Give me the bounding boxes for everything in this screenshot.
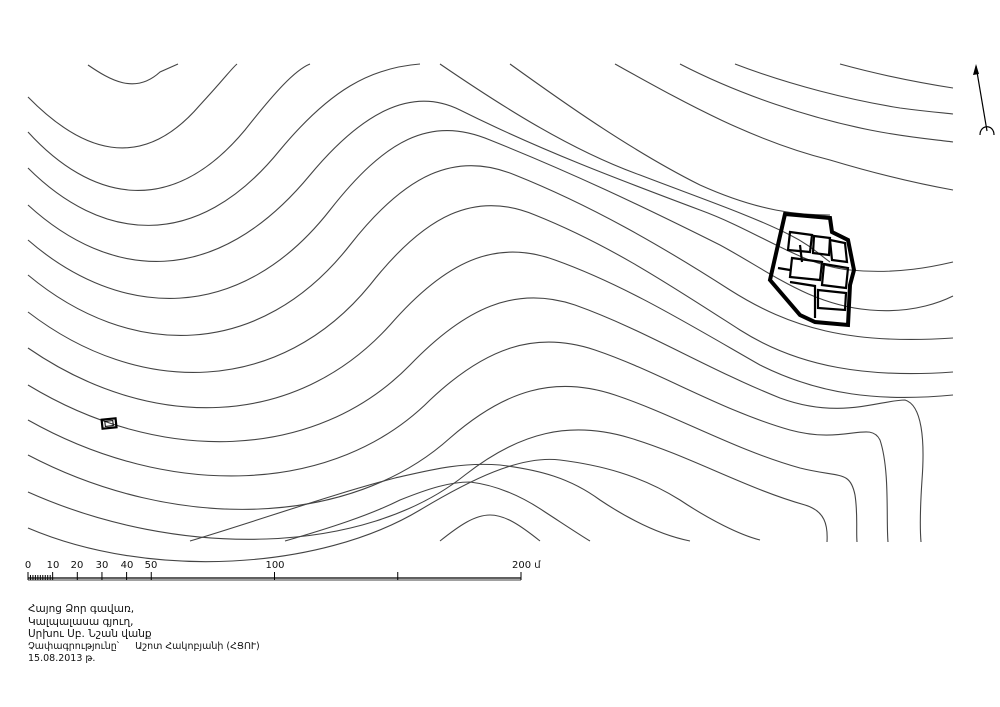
caption-village: Կալպալասա գյուղ,: [28, 615, 134, 628]
contour-line: [839, 63, 954, 89]
small-ruin-structure: [100, 417, 118, 430]
scale-bar: 0 10 20 30 40 50 100 200 մ: [25, 560, 541, 581]
contour-line: [27, 205, 954, 375]
contour-line: [27, 297, 924, 543]
caption-credit-author: Աշոտ Հակոբյանի (ՀՑՈՒ): [135, 640, 260, 652]
contour-line: [27, 429, 828, 543]
caption-monastery: Սրխու Սբ. Նշան վանք: [28, 628, 152, 640]
contour-line: [27, 385, 858, 543]
scale-label-40: 40: [121, 560, 134, 571]
contour-line: [27, 251, 954, 409]
contour-line: [27, 63, 421, 226]
contour-line: [734, 63, 954, 115]
contour-line: [27, 130, 954, 312]
contour-line: [189, 463, 691, 542]
contour-line: [27, 63, 311, 191]
scale-label-100: 100: [265, 560, 284, 571]
contour-line: [439, 514, 541, 542]
scale-label-0: 0: [25, 560, 31, 571]
contour-line: [27, 458, 761, 563]
scale-label-30: 30: [96, 560, 109, 571]
contour-line: [87, 63, 179, 85]
drawing-caption: Հայոց Ձոր գավառ, Կալպալասա գյուղ, Սրխու …: [28, 603, 260, 666]
contour-line: [509, 63, 831, 216]
scale-label-200: 200 մ: [512, 560, 541, 571]
caption-credit: Չափագրությունը՝ Աշոտ Հակոբյանի (ՀՑՈՒ): [28, 641, 260, 654]
caption-credit-label: Չափագրությունը՝: [28, 640, 119, 652]
contour-line: [679, 63, 954, 143]
caption-date: 15.08.2013 թ.: [28, 653, 96, 664]
scale-label-10: 10: [47, 560, 60, 571]
contour-line: [27, 165, 954, 341]
contour-line: [27, 341, 889, 543]
caption-region: Հայոց Ձոր գավառ,: [28, 603, 135, 615]
contour-line: [439, 63, 831, 263]
monastery-plan: [767, 211, 857, 328]
contour-line: [614, 63, 954, 191]
contour-lines: [27, 63, 954, 563]
north-arrow: [973, 64, 995, 136]
contour-line: [284, 481, 591, 542]
scale-label-20: 20: [71, 560, 84, 571]
contour-line: [27, 63, 238, 149]
scale-label-50: 50: [145, 560, 158, 571]
